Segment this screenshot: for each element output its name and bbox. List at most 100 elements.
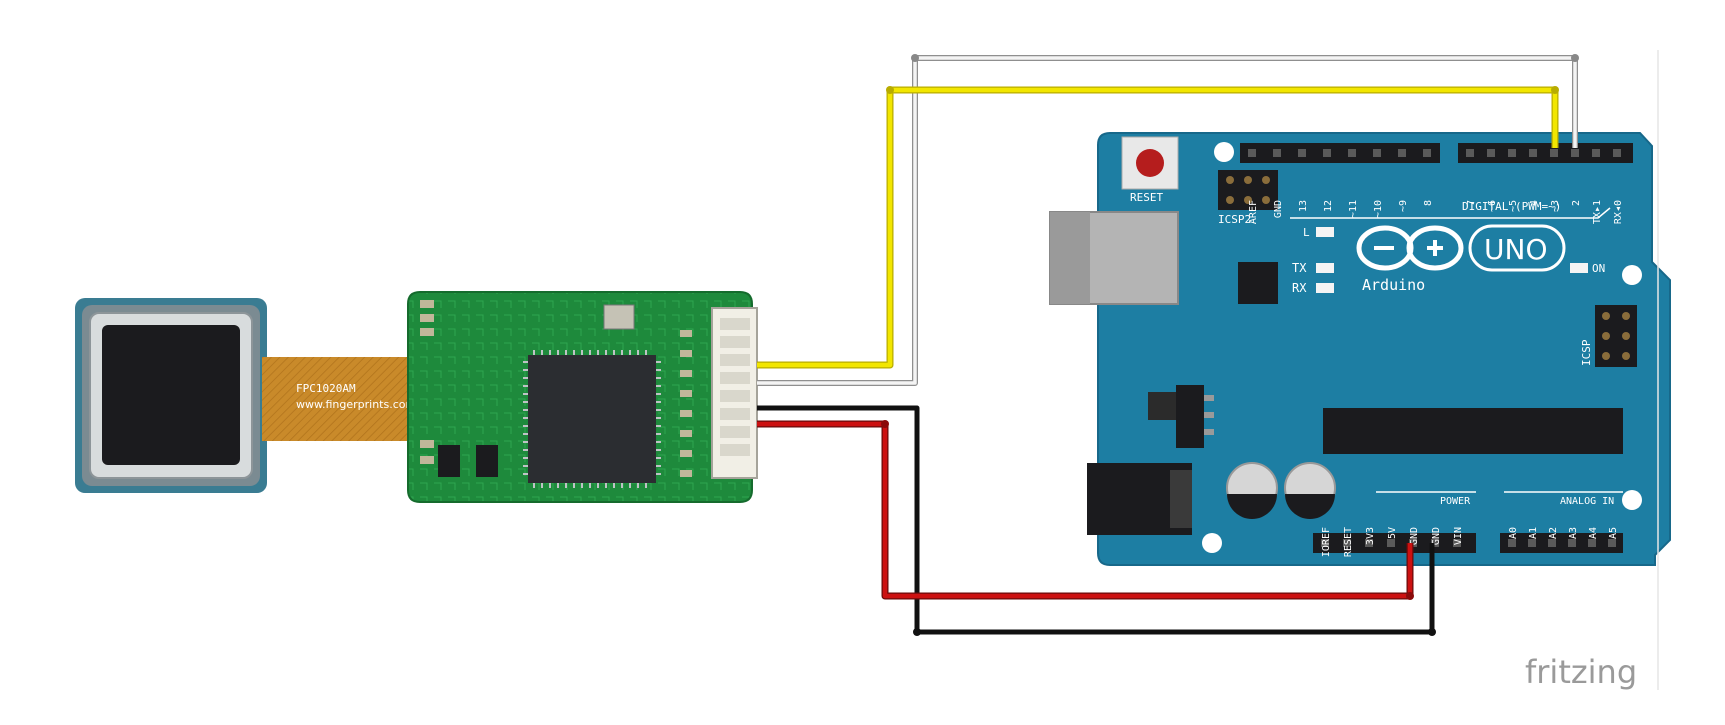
led-tx-label: TX xyxy=(1292,261,1307,275)
pin-label: AREF xyxy=(1248,200,1259,224)
pin-label: RESET xyxy=(1343,527,1354,557)
sensor-model-label: FPC1020AM xyxy=(296,382,356,395)
digital-header-left xyxy=(1240,143,1440,163)
led-on xyxy=(1570,263,1588,273)
led-on-label: ON xyxy=(1592,262,1605,275)
sensor-surface xyxy=(102,325,240,465)
led-l-label: L xyxy=(1303,226,1310,239)
analog-label: ANALOG IN xyxy=(1560,496,1614,507)
crystal xyxy=(603,304,635,330)
header-pin[interactable] xyxy=(1398,149,1406,157)
led-rx xyxy=(1316,283,1334,293)
pin-label: GND xyxy=(1409,527,1420,545)
capacitor xyxy=(1284,462,1336,519)
pin-label: ~11 xyxy=(1348,200,1359,218)
digital-label: DIGITAL (PWM=~) xyxy=(1462,200,1561,213)
analog-header xyxy=(1500,533,1623,553)
mounting-hole xyxy=(1202,533,1222,553)
header-pin[interactable] xyxy=(1529,149,1537,157)
header-pin[interactable] xyxy=(1550,149,1558,157)
icsp2-header xyxy=(1218,170,1278,210)
pin-label: 13 xyxy=(1298,200,1309,212)
power-label: POWER xyxy=(1440,496,1471,507)
pin-label: 3V3 xyxy=(1365,527,1376,545)
pin-label: A3 xyxy=(1568,527,1579,539)
pin-label: A5 xyxy=(1608,527,1619,539)
pin-label: GND xyxy=(1273,200,1284,218)
header-pin[interactable] xyxy=(1608,539,1616,547)
header-pin[interactable] xyxy=(1568,539,1576,547)
header-pin[interactable] xyxy=(1613,149,1621,157)
model-label: UNO xyxy=(1484,233,1547,266)
header-pin[interactable] xyxy=(1571,149,1579,157)
pin-label: RX◂0 xyxy=(1613,200,1624,224)
header-pin[interactable] xyxy=(1453,539,1461,547)
header-pin[interactable] xyxy=(1365,539,1373,547)
mcu-chip xyxy=(528,355,656,483)
brand-label: Arduino xyxy=(1362,276,1425,294)
icsp-label: ICSP xyxy=(1580,339,1593,366)
pin-label: IOREF xyxy=(1321,527,1332,557)
pin-label: 5V xyxy=(1387,527,1398,539)
icsp-header xyxy=(1595,305,1637,367)
voltage-regulator xyxy=(1148,392,1176,420)
pin-label: A4 xyxy=(1588,527,1599,539)
header-pin[interactable] xyxy=(1592,149,1600,157)
capacitor xyxy=(1226,462,1278,519)
atmega-chip xyxy=(1323,408,1623,454)
header-pin[interactable] xyxy=(1321,539,1329,547)
header-pin[interactable] xyxy=(1248,149,1256,157)
digital-header-right xyxy=(1458,143,1633,163)
header-pin[interactable] xyxy=(1431,539,1439,547)
header-pin[interactable] xyxy=(1348,149,1356,157)
pin-label: GND xyxy=(1431,527,1442,545)
header-pin[interactable] xyxy=(1273,149,1281,157)
led-rx-label: RX xyxy=(1292,281,1307,295)
fingerprint-sensor xyxy=(75,298,267,493)
led-tx xyxy=(1316,263,1334,273)
pin-label: 12 xyxy=(1323,200,1334,212)
pin-label: ~10 xyxy=(1373,200,1384,218)
pin-label: 7 xyxy=(1466,200,1477,206)
fritzing-watermark: fritzing xyxy=(1525,653,1637,691)
header-pin[interactable] xyxy=(1508,539,1516,547)
header-pin[interactable] xyxy=(1466,149,1474,157)
header-pin[interactable] xyxy=(1423,149,1431,157)
pin-label: ~9 xyxy=(1398,200,1409,212)
wires xyxy=(757,54,1579,636)
usb-chip xyxy=(1238,262,1278,304)
mounting-hole xyxy=(1622,265,1642,285)
header-pin[interactable] xyxy=(1373,149,1381,157)
pin-label: VIN xyxy=(1453,527,1464,545)
pin-label: 4 xyxy=(1529,200,1540,206)
mounting-hole xyxy=(1214,142,1234,162)
header-pin[interactable] xyxy=(1323,149,1331,157)
pin-label: TX▸1 xyxy=(1592,200,1603,224)
reset-button-cap[interactable] xyxy=(1136,149,1164,177)
header-pin[interactable] xyxy=(1343,539,1351,547)
header-pin[interactable] xyxy=(1528,539,1536,547)
sensor-pcb xyxy=(407,291,758,503)
sensor-url-label: www.fingerprints.com xyxy=(296,398,416,411)
pin-label: A0 xyxy=(1508,527,1519,539)
pin-label: A1 xyxy=(1528,527,1539,539)
header-pin[interactable] xyxy=(1387,539,1395,547)
header-pin[interactable] xyxy=(1588,539,1596,547)
pin-label: A2 xyxy=(1548,527,1559,539)
reset-label: RESET xyxy=(1130,191,1163,204)
header-pin[interactable] xyxy=(1508,149,1516,157)
pin-label: ~6 xyxy=(1487,200,1498,212)
header-pin[interactable] xyxy=(1298,149,1306,157)
mounting-hole xyxy=(1622,490,1642,510)
header-pin[interactable] xyxy=(1548,539,1556,547)
led-l xyxy=(1316,227,1334,237)
icsp2-label: ICSP2 xyxy=(1218,213,1251,226)
pin-label: 2 xyxy=(1571,200,1582,206)
pin-label: 8 xyxy=(1423,200,1434,206)
pin-label: ~3 xyxy=(1550,200,1561,212)
header-pin[interactable] xyxy=(1487,149,1495,157)
pin-label: ~5 xyxy=(1508,200,1519,212)
arduino-logo xyxy=(1356,224,1566,272)
